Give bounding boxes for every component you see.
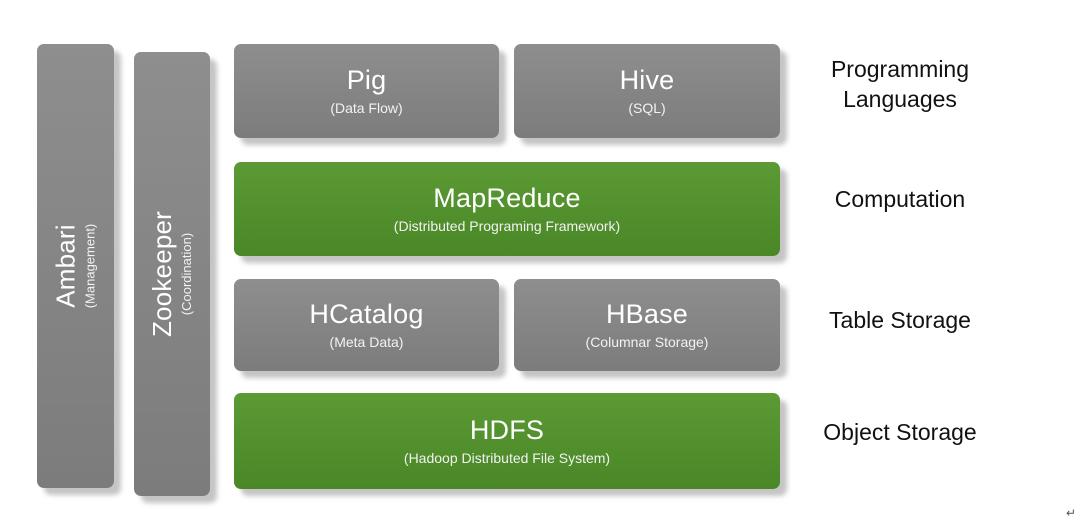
hcatalog-subtitle: (Meta Data): [329, 334, 404, 350]
label-programming-languages: Programming Languages: [830, 56, 970, 112]
hive-box: Hive (SQL): [514, 44, 780, 138]
hbase-title: HBase: [605, 299, 689, 329]
ambari-title: Ambari: [50, 224, 81, 308]
ambari-label-group: Ambari (Management): [50, 223, 100, 309]
hcatalog-title: HCatalog: [309, 299, 424, 329]
mapreduce-subtitle: (Distributed Programing Framework): [393, 218, 621, 234]
hdfs-title: HDFS: [469, 415, 545, 445]
zookeeper-title: Zookeeper: [147, 210, 178, 338]
hbase-subtitle: (Columnar Storage): [585, 334, 709, 350]
hdfs-subtitle: (Hadoop Distributed File System): [403, 450, 611, 466]
hbase-box: HBase (Columnar Storage): [514, 279, 780, 371]
hdfs-box: HDFS (Hadoop Distributed File System): [234, 393, 780, 489]
ambari-subtitle: (Management): [82, 223, 98, 309]
hcatalog-box: HCatalog (Meta Data): [234, 279, 499, 371]
label-table-storage: Table Storage: [829, 307, 971, 333]
hive-title: Hive: [619, 65, 675, 95]
mapreduce-title: MapReduce: [433, 183, 581, 213]
zookeeper-column: Zookeeper (Coordination): [134, 52, 210, 496]
return-arrow-icon: ↵: [1066, 506, 1077, 520]
hive-subtitle: (SQL): [628, 100, 666, 116]
label-object-storage: Object Storage: [823, 419, 977, 445]
pig-subtitle: (Data Flow): [330, 100, 403, 116]
zookeeper-label-group: Zookeeper (Coordination): [147, 210, 196, 338]
ambari-column: Ambari (Management): [37, 44, 114, 488]
pig-box: Pig (Data Flow): [234, 44, 499, 138]
label-computation: Computation: [834, 186, 966, 212]
zookeeper-subtitle: (Coordination): [179, 232, 195, 316]
pig-title: Pig: [346, 65, 387, 95]
mapreduce-box: MapReduce (Distributed Programing Framew…: [234, 162, 780, 256]
